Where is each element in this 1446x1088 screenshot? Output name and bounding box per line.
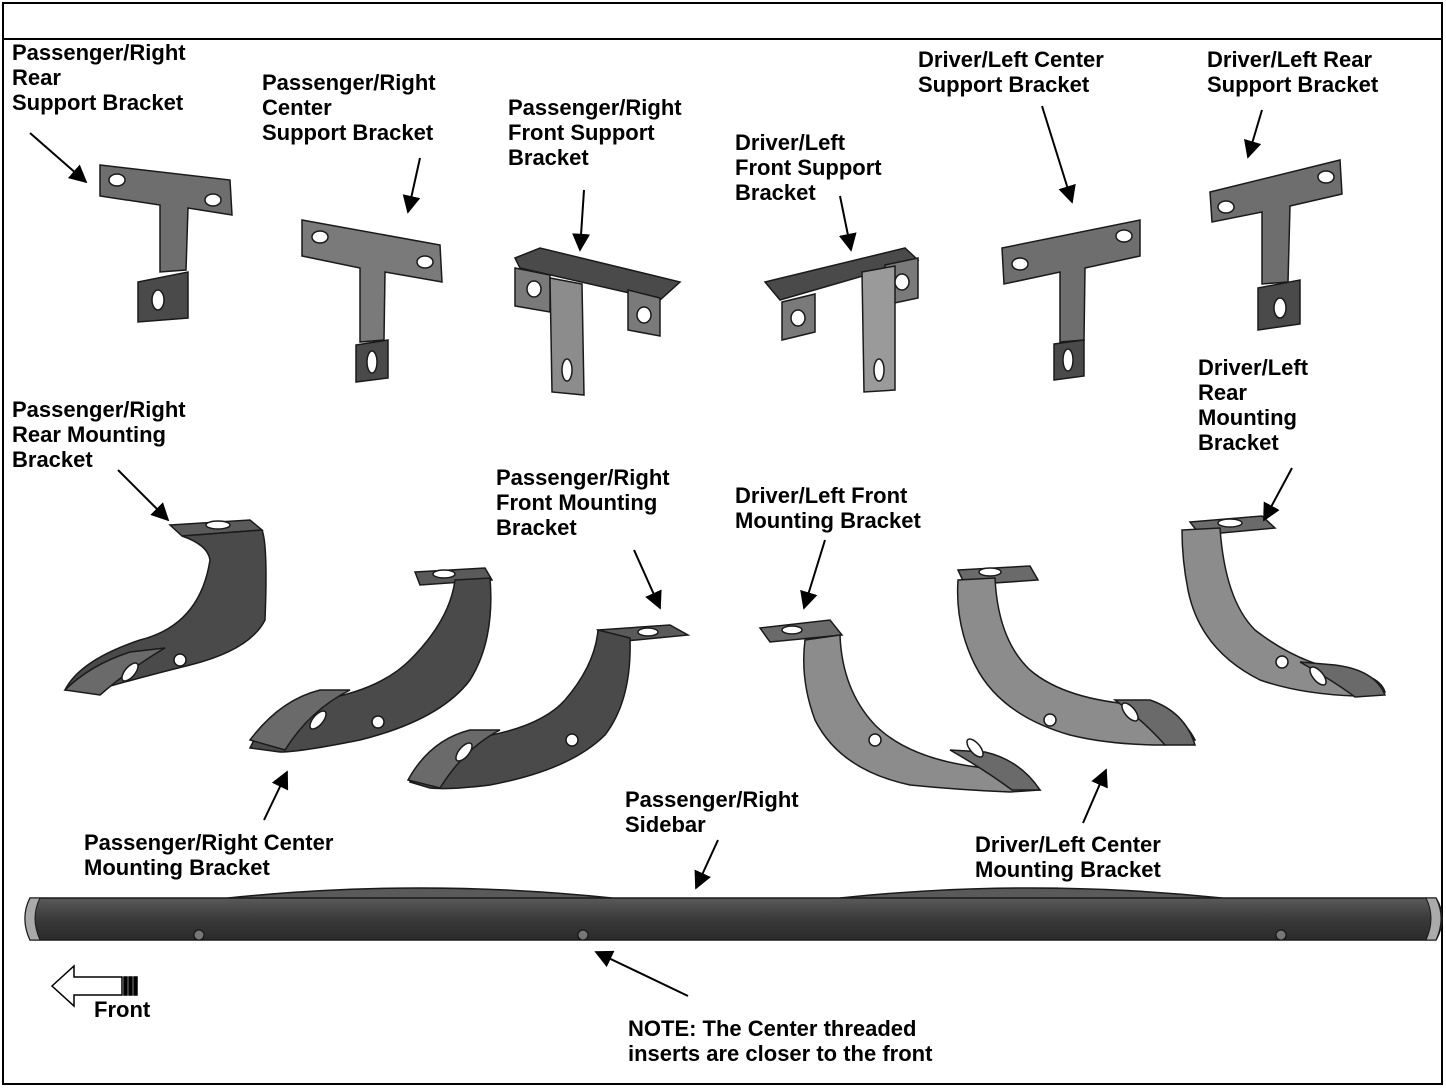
leader-pr-front-mounting xyxy=(633,549,662,610)
leader-pr-sidebar xyxy=(694,839,719,890)
dl-rear-support-bracket xyxy=(1209,159,1343,331)
dl-rear-mounting-bracket xyxy=(1181,515,1387,698)
leader-dl-center-support xyxy=(1041,105,1076,204)
label-dl-front-support-bracket: Driver/Left Front Support Bracket xyxy=(735,130,882,205)
leader-note xyxy=(594,950,689,997)
label-dl-rear-mounting-bracket: Driver/Left Rear Mounting Bracket xyxy=(1198,355,1309,455)
leader-pr-front-support xyxy=(572,189,591,252)
label-pr-front-mounting-bracket: Passenger/Right Front Mounting Bracket xyxy=(496,465,670,540)
threaded-insert xyxy=(1275,929,1287,941)
label-pr-center-support-bracket: Passenger/Right Center Support Bracket xyxy=(262,70,436,145)
dl-front-mounting-bracket xyxy=(758,619,1042,793)
pr-center-support-bracket xyxy=(301,219,443,383)
leader-dl-front-support xyxy=(838,195,857,252)
dl-front-support-bracket xyxy=(763,247,920,393)
front-direction-arrow-icon xyxy=(50,964,138,1008)
label-pr-center-mounting-bracket: Passenger/Right Center Mounting Bracket xyxy=(84,830,334,880)
leader-arrows xyxy=(29,105,1293,997)
label-pr-rear-mounting-bracket: Passenger/Right Rear Mounting Bracket xyxy=(12,397,186,472)
pr-rear-mounting-bracket xyxy=(63,519,267,696)
label-pr-front-support-bracket: Passenger/Right Front Support Bracket xyxy=(508,95,682,170)
pr-front-support-bracket xyxy=(513,247,682,396)
pr-front-mounting-bracket xyxy=(406,624,691,790)
dl-center-support-bracket xyxy=(1001,219,1141,381)
label-front: Front xyxy=(94,997,151,1022)
leader-dl-rear-support xyxy=(1243,109,1263,159)
label-pr-rear-support-bracket: Passenger/Right Rear Support Bracket xyxy=(12,40,186,115)
leader-dl-front-mounting xyxy=(800,539,826,610)
threaded-insert xyxy=(577,929,589,941)
label-dl-front-mounting-bracket: Driver/Left Front Mounting Bracket xyxy=(735,483,921,533)
threaded-insert xyxy=(193,929,205,941)
leader-pr-center-support xyxy=(402,157,421,214)
label-note: NOTE: The Center threaded inserts are cl… xyxy=(628,1016,933,1066)
leader-pr-center-mounting xyxy=(263,770,289,821)
dl-center-mounting-bracket xyxy=(956,565,1197,746)
leader-dl-center-mounting xyxy=(1082,768,1108,824)
pr-rear-support-bracket xyxy=(99,164,233,323)
label-pr-sidebar: Passenger/Right Sidebar xyxy=(625,787,799,837)
sidebar xyxy=(24,887,1443,941)
label-dl-center-support-bracket: Driver/Left Center Support Bracket xyxy=(918,47,1104,97)
leader-pr-rear-mounting xyxy=(117,469,170,522)
label-dl-rear-support-bracket: Driver/Left Rear Support Bracket xyxy=(1207,47,1379,97)
leader-pr-rear-support xyxy=(29,132,88,184)
pr-center-mounting-bracket xyxy=(248,567,494,753)
label-dl-center-mounting-bracket: Driver/Left Center Mounting Bracket xyxy=(975,832,1161,882)
header-rule xyxy=(4,38,1441,40)
leader-dl-rear-mounting xyxy=(1263,467,1293,522)
